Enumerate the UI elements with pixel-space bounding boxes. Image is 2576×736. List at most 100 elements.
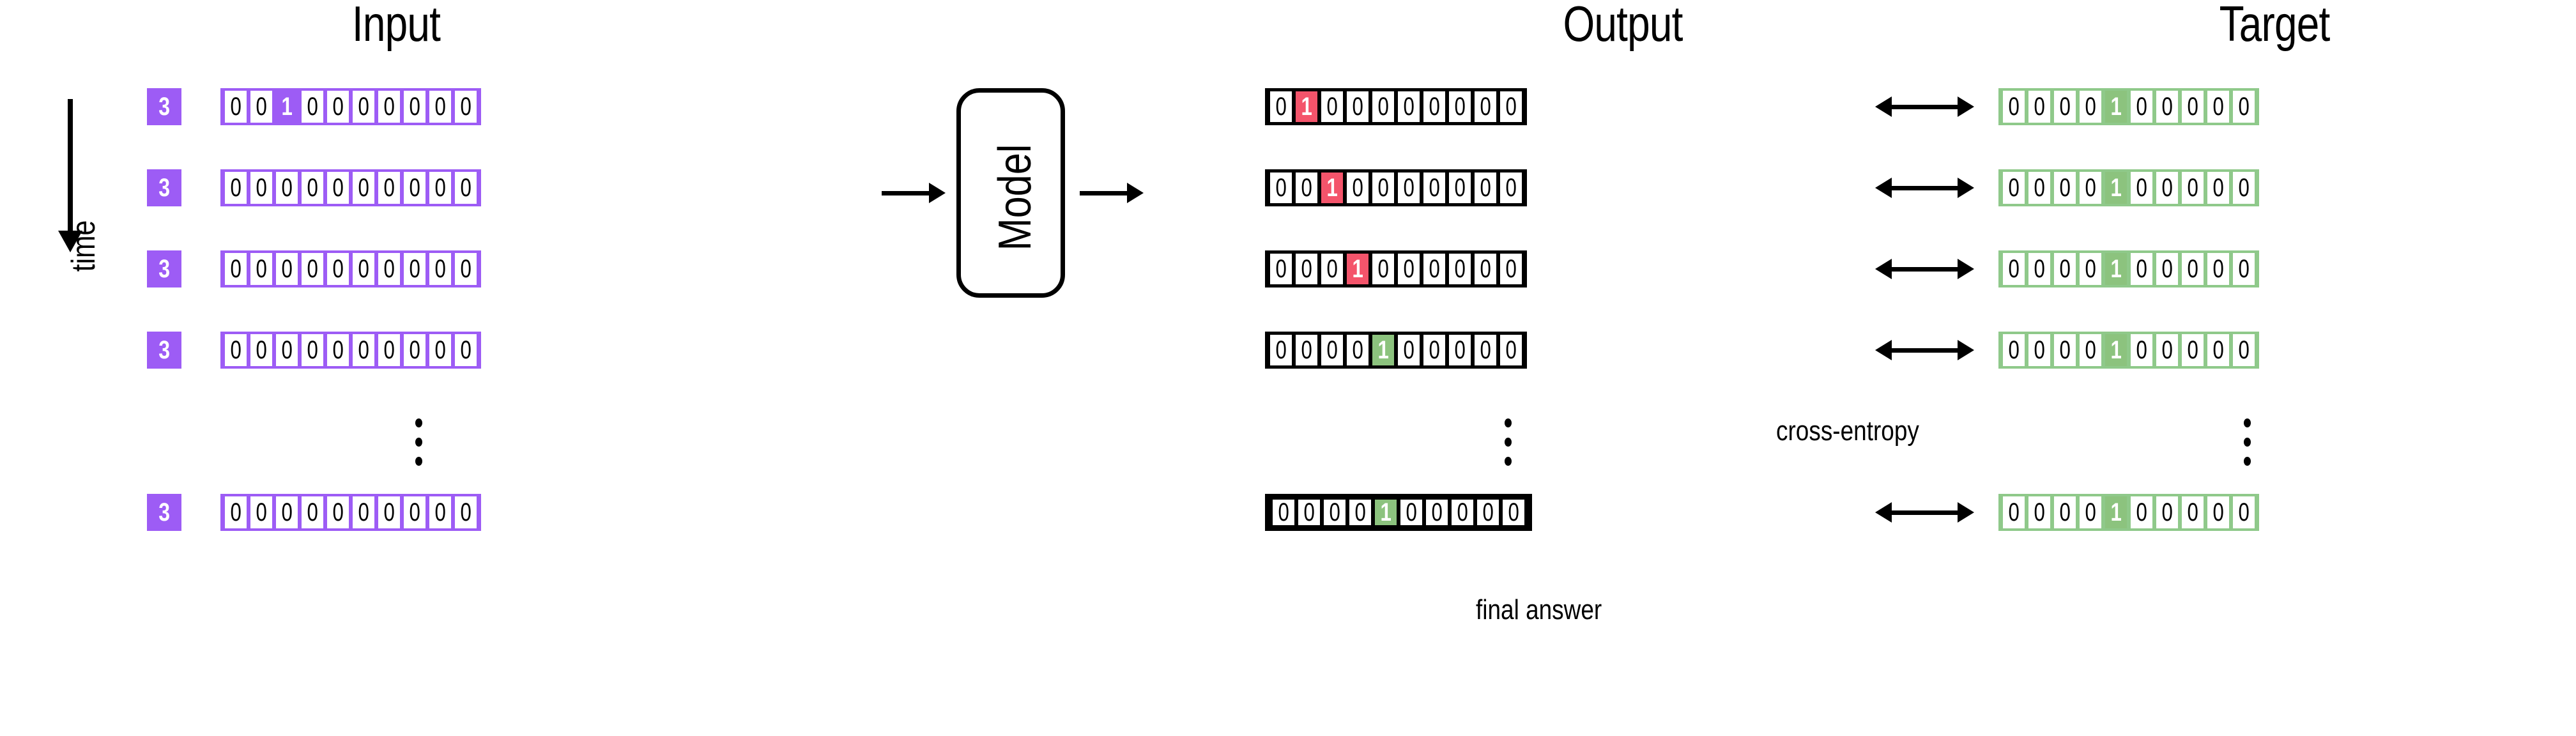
vector-cell: 0 [2180,91,2205,123]
vector-cell-value: 0 [332,255,344,283]
vector-cell: 0 [1473,254,1498,284]
vector-cell: 0 [2231,334,2257,366]
vector-cell-value: 0 [1454,93,1466,121]
vector-cell-value: 1 [2110,336,2122,364]
vector-cell-value: 0 [409,255,420,283]
vector-cell-value: 0 [2085,174,2096,202]
vector-cell-value: 0 [1301,255,1312,283]
vector-cell: 0 [300,172,325,204]
vector-cell-value: 1 [1326,174,1338,202]
vector-cell: 0 [2129,253,2154,285]
vector-cell-value: 0 [2136,336,2147,364]
vector-cell: 0 [2205,334,2231,366]
vector-cell: 0 [1370,172,1396,203]
vector-cell: 0 [2078,496,2103,528]
vector-cell: 0 [1396,172,1422,203]
vector-cell: 0 [2154,91,2180,123]
vector-cell: 0 [223,496,249,528]
vector-cell-value: 0 [2136,498,2147,526]
vector-cell: 0 [1345,335,1370,365]
vector-cell-value: 0 [460,498,471,526]
vector-cell: 0 [1396,335,1422,365]
vector-cell-value: 0 [2008,174,2020,202]
vector-cell: 1 [1373,500,1399,525]
model-label: Model [990,144,1041,251]
page-title-input: Input [351,0,441,52]
vector-cell-value: 0 [1480,336,1491,364]
vector-cell-value: 0 [460,255,471,283]
vector-cell: 0 [1447,91,1473,122]
vector-cell: 0 [1498,91,1524,122]
vector-cell: 0 [376,334,402,366]
vector-cell: 0 [249,496,274,528]
vector-cell-value: 0 [332,174,344,202]
vector-cell-value: 0 [2187,336,2198,364]
vector-cell: 0 [2078,334,2103,366]
vector-cell: 0 [1501,500,1526,525]
vector-cell-value: 0 [1326,255,1338,283]
vector-cell-value: 0 [2212,93,2224,121]
vertical-ellipsis-icon [2244,418,2251,466]
vector-cell: 0 [1319,254,1345,284]
vector-cell: 0 [2027,253,2052,285]
vector-cell-value: 0 [2085,336,2096,364]
vector-cell-value: 0 [1352,93,1363,121]
vector-cell: 0 [1498,172,1524,203]
vector-cell: 0 [2154,334,2180,366]
vector-cell-value: 0 [307,255,318,283]
vector-cell-value: 0 [1278,498,1289,526]
vector-cell: 0 [274,172,300,204]
input-token-badge: 3 [147,332,181,369]
vector-cell-value: 0 [1505,93,1517,121]
vector-cell-value: 0 [256,498,267,526]
model-box[interactable]: Model [956,88,1065,298]
vector-cell: 1 [1319,172,1345,203]
vector-cell-value: 0 [434,255,446,283]
vector-cell: 0 [351,91,376,123]
vector-cell-value: 0 [256,336,267,364]
vector-cell: 0 [274,496,300,528]
vector-cell: 0 [1294,254,1319,284]
vector-cell-value: 0 [1431,498,1443,526]
vector-cell: 0 [453,91,479,123]
vector-cell: 0 [1447,172,1473,203]
vector-cell: 0 [376,172,402,204]
vector-cell-value: 0 [256,174,267,202]
input-token-badge: 3 [147,494,181,531]
vector-cell: 0 [1319,335,1345,365]
vector-cell-value: 0 [1326,93,1338,121]
vector-cell-value: 0 [2059,336,2071,364]
vector-cell: 0 [325,253,351,285]
vector-cell-value: 0 [434,336,446,364]
vector-cell: 0 [2001,334,2027,366]
vector-cell-value: 0 [1454,174,1466,202]
vector-cell-value: 0 [2136,255,2147,283]
vector-cell: 0 [325,334,351,366]
vector-cell: 0 [1450,500,1475,525]
vector-cell: 0 [1473,91,1498,122]
vector-cell: 0 [2205,91,2231,123]
vector-cell: 0 [427,496,453,528]
vector-cell-value: 0 [2212,174,2224,202]
vector-cell-value: 1 [1352,255,1363,283]
vector-cell: 0 [1370,254,1396,284]
vector-cell: 0 [2231,172,2257,204]
vector-cell: 0 [1396,254,1422,284]
vector-cell-value: 0 [434,93,446,121]
vector-cell: 0 [453,334,479,366]
vector-cell-value: 0 [383,93,395,121]
vector-cell: 0 [1271,500,1296,525]
vector-cell: 0 [2205,253,2231,285]
vector-cell-value: 0 [1354,498,1366,526]
vector-cell-value: 0 [358,174,369,202]
vector-cell: 0 [2129,172,2154,204]
vector-cell: 0 [376,253,402,285]
vector-cell-value: 0 [2059,174,2071,202]
vector-cell-value: 0 [2059,498,2071,526]
vector-cell-value: 0 [281,174,293,202]
